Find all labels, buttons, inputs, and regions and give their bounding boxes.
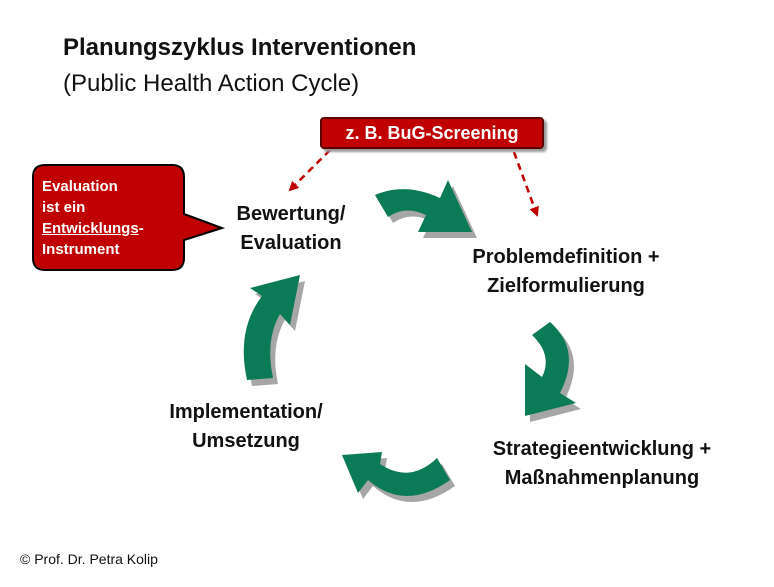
stage-label-line: Bewertung/ [236,203,346,225]
evaluation-note-underlined-word: Entwicklungs [42,220,139,237]
stage-label-line: Problemdefinition + [472,246,660,268]
screening-arrow-to-evaluation [288,149,331,192]
evaluation-note-hyphen: - [138,220,144,237]
cycle-arrow-bottom [342,452,450,496]
stage-label-line: Evaluation [240,232,342,254]
evaluation-note-line-4: Instrument [42,241,120,258]
cycle-arrow-top [375,180,472,232]
evaluation-note-line-2: ist ein [42,199,86,216]
cycle-arrows [243,180,581,502]
stage-problemdefinition: Problemdefinition + Zielformulierung [440,243,692,301]
stage-label-line: Maßnahmenplanung [504,467,700,489]
stage-label-line: Strategieentwicklung + [492,438,712,460]
page-title: Planungszyklus Interventionen [63,34,417,61]
stage-strategieentwicklung: Strategieentwicklung + Maßnahmenplanung [462,435,742,493]
cycle-arrow-right [525,322,576,416]
copyright-footer: © Prof. Dr. Petra Kolip [20,551,158,567]
stage-label-line: Zielformulierung [487,275,645,297]
stage-label-line: Umsetzung [192,430,300,452]
stage-label-line: Implementation/ [169,401,323,423]
stage-implementation-umsetzung: Implementation/ Umsetzung [140,398,352,456]
stage-bewertung-evaluation: Bewertung/ Evaluation [210,200,372,258]
screening-arrow-to-problem [512,151,539,217]
evaluation-note-text: Evaluation ist ein Entwicklungs- Instrum… [42,176,144,260]
page-subtitle: (Public Health Action Cycle) [63,70,360,97]
evaluation-note-line-3: Entwicklungs- [42,218,144,239]
cycle-arrow-left [243,275,300,380]
evaluation-note-bubble [32,164,226,271]
evaluation-note-line-1: Evaluation [42,178,118,195]
screening-box: z. B. BuG-Screening [320,117,544,149]
